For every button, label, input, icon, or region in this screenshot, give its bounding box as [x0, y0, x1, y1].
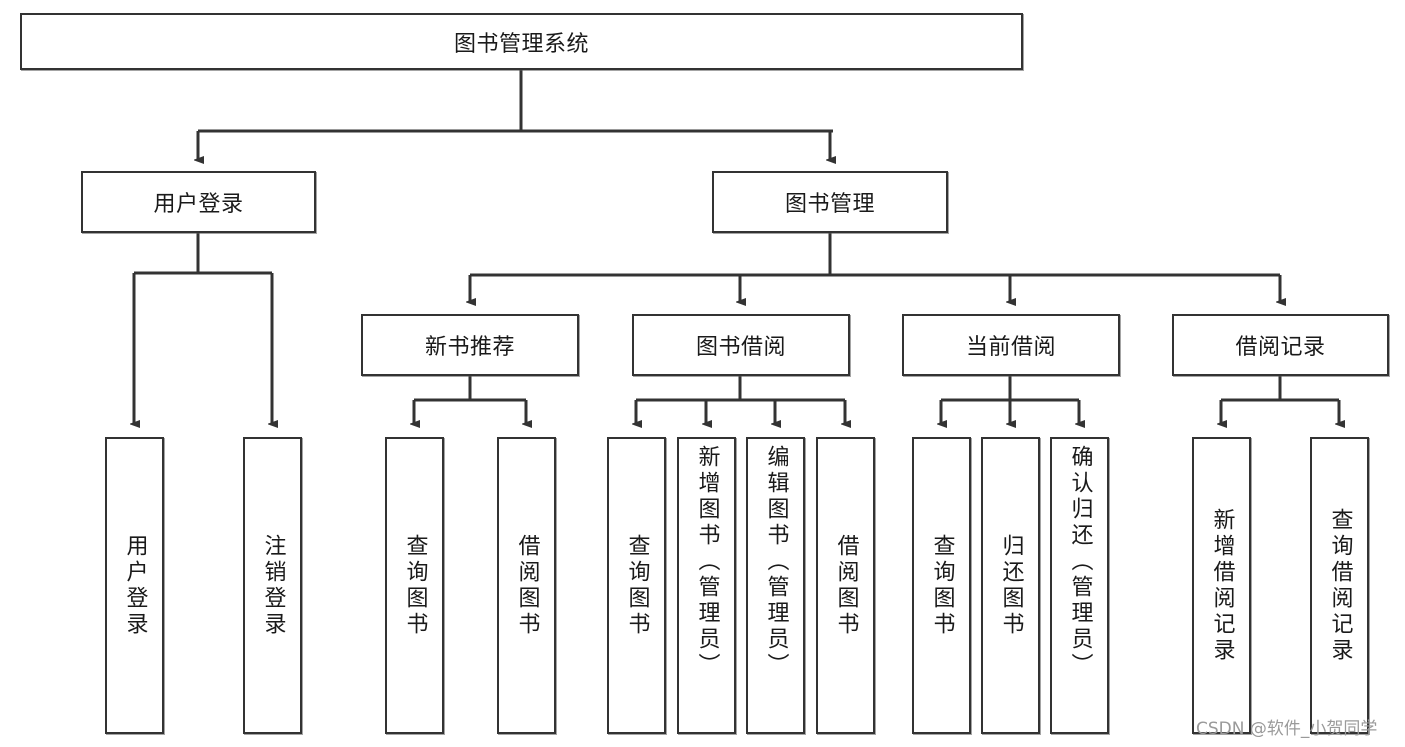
node-label: 注销登录 [260, 533, 286, 638]
node-current-borrow[interactable]: 当前借阅 [902, 314, 1120, 376]
node-label: 图书管理系统 [453, 31, 589, 57]
leaf-user-login-login[interactable]: 用户登录 [105, 437, 164, 734]
node-label: 图书管理 [784, 192, 875, 217]
leaf-new-book-query[interactable]: 查询图书 [385, 437, 444, 734]
node-label: 查询图书 [624, 533, 650, 638]
node-label: 新书推荐 [424, 335, 515, 360]
leaf-current-borrow-return[interactable]: 归还图书 [981, 437, 1040, 734]
leaf-borrow-record-add[interactable]: 新增借阅记录 [1192, 437, 1251, 734]
leaf-book-borrow-query[interactable]: 查询图书 [607, 437, 666, 734]
node-label: 查询图书 [929, 533, 955, 638]
leaf-book-borrow-edit[interactable]: 编辑图书（管理员） [746, 437, 805, 734]
node-label: 用户登录 [153, 192, 244, 217]
node-label: 借阅图书 [514, 533, 540, 638]
leaf-book-borrow-borrow[interactable]: 借阅图书 [816, 437, 875, 734]
node-label: 编辑图书（管理员） [763, 445, 789, 679]
node-book-borrow[interactable]: 图书借阅 [632, 314, 850, 376]
node-label: 用户登录 [122, 533, 148, 638]
node-label: 新增图书（管理员） [694, 445, 720, 679]
leaf-user-login-logout[interactable]: 注销登录 [243, 437, 302, 734]
node-label: 新增借阅记录 [1209, 507, 1235, 664]
node-label: 借阅记录 [1235, 335, 1326, 360]
watermark-text: CSDN @软件_小贺同学 [1196, 719, 1378, 739]
node-new-book-recommend[interactable]: 新书推荐 [361, 314, 579, 376]
node-book-management[interactable]: 图书管理 [712, 171, 948, 233]
leaf-new-book-borrow[interactable]: 借阅图书 [497, 437, 556, 734]
leaf-book-borrow-add[interactable]: 新增图书（管理员） [677, 437, 736, 734]
node-user-login[interactable]: 用户登录 [81, 171, 316, 233]
node-label: 查询借阅记录 [1327, 507, 1353, 664]
node-label: 当前借阅 [965, 335, 1056, 360]
leaf-current-borrow-query[interactable]: 查询图书 [912, 437, 971, 734]
leaf-borrow-record-query[interactable]: 查询借阅记录 [1310, 437, 1369, 734]
node-label: 借阅图书 [833, 533, 859, 638]
node-label: 图书借阅 [695, 335, 786, 360]
leaf-current-borrow-confirm-return[interactable]: 确认归还（管理员） [1050, 437, 1109, 734]
node-label: 归还图书 [998, 533, 1024, 638]
node-borrow-record[interactable]: 借阅记录 [1172, 314, 1389, 376]
node-root-system[interactable]: 图书管理系统 [20, 13, 1023, 70]
node-label: 确认归还（管理员） [1067, 445, 1093, 679]
node-label: 查询图书 [402, 533, 428, 638]
